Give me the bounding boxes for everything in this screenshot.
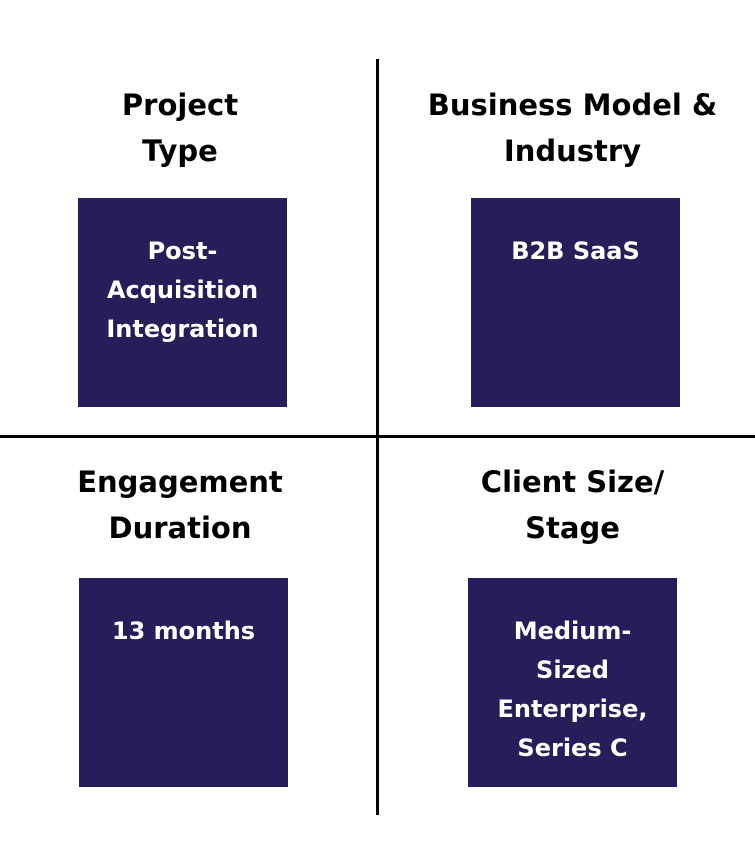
- horizontal-divider: [0, 435, 755, 438]
- client-size-card: Medium- Sized Enterprise, Series C: [468, 578, 677, 787]
- engagement-duration-title: Engagement Duration: [77, 465, 283, 545]
- business-model-card: B2B SaaS: [471, 198, 680, 407]
- project-type-title: Project Type: [121, 88, 239, 168]
- business-model-title: Business Model & Industry: [427, 88, 718, 168]
- project-type-card: Post- Acquisition Integration: [78, 198, 287, 407]
- engagement-duration-card: 13 months: [79, 578, 288, 787]
- client-size-title: Client Size/ Stage: [480, 465, 665, 545]
